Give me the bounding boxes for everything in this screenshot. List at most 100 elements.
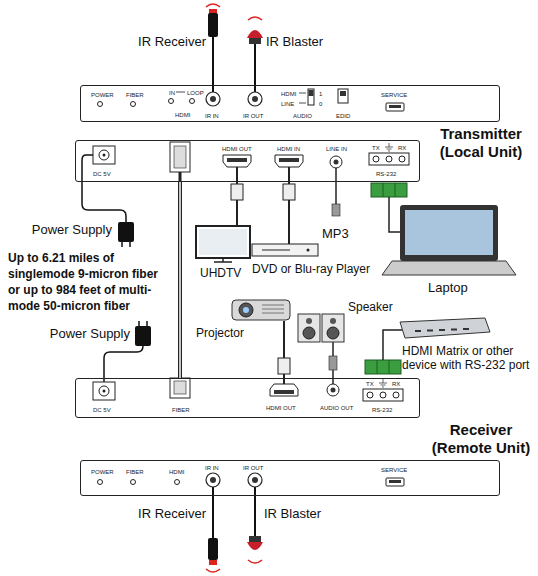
unit-heading: Transmitter (Local Unit) — [426, 125, 536, 161]
ir-jack — [206, 473, 220, 487]
power-cable — [104, 346, 143, 382]
led — [190, 99, 195, 104]
fiber-boot — [179, 172, 182, 182]
ir-blaster-dome — [247, 542, 263, 550]
callout-label: HDMI Matrix or other device with RS-232 … — [402, 344, 534, 372]
serial-cable — [383, 330, 402, 360]
led — [175, 480, 180, 485]
ir-blaster-dome — [247, 30, 263, 38]
ir-lead — [254, 487, 256, 536]
ir-receiver-body — [208, 538, 218, 560]
terminal-screw — [399, 156, 405, 162]
audio-jack-hole — [331, 388, 336, 393]
terminal-screw — [380, 392, 386, 398]
hdmi-port — [270, 384, 298, 396]
callout-label: IR Blaster — [266, 34, 323, 49]
port-label: FIBER — [126, 92, 144, 98]
device-panel: POWERFIBERINLOOPHDMIIR INIR OUTHDMILINE1… — [80, 85, 500, 122]
hdmi-cable — [288, 200, 290, 244]
port-label: RX — [392, 381, 400, 387]
in-loop-line — [176, 92, 185, 93]
switch-pointer — [299, 93, 306, 94]
led — [131, 102, 136, 107]
unit-heading: Receiver (Remote Unit) — [426, 421, 536, 457]
terminal-screw — [393, 392, 399, 398]
edid-switch — [338, 89, 348, 103]
port-label: IR OUT — [243, 465, 263, 471]
matrix-ports — [415, 329, 469, 331]
laptop-screen — [405, 210, 493, 255]
port-label: FIBER — [126, 469, 144, 475]
audio-jack — [330, 156, 342, 168]
callout-label: UHDTV — [200, 266, 241, 280]
port-label: TX — [372, 145, 380, 151]
fiber-connector — [170, 142, 190, 172]
callout-label: IR Receiver — [120, 506, 206, 521]
hdmi-plug — [283, 184, 295, 200]
rs232-plug — [365, 360, 401, 374]
power-adapter — [118, 222, 134, 242]
callout-label: Speaker — [348, 300, 393, 314]
port-label: 1 — [319, 91, 322, 97]
fiber-connector-core — [174, 381, 186, 394]
callout-label: Power Supply — [34, 326, 130, 341]
port-label: IN — [169, 90, 175, 96]
rs232-plug — [371, 183, 407, 197]
port-label: RX — [398, 145, 406, 151]
callout-label: MP3 — [322, 226, 349, 241]
hdmi-plug — [231, 184, 243, 200]
speaker-woofer — [327, 327, 339, 339]
usb-slot — [389, 105, 401, 108]
port-label: POWER — [91, 92, 114, 98]
port-label: DC 5V — [93, 407, 111, 413]
switch-knob — [309, 90, 314, 96]
callout-label: IR Blaster — [264, 506, 321, 521]
matrix-device — [400, 318, 490, 338]
ir-receiver-body — [208, 13, 218, 37]
port-label: SERVICE — [381, 467, 407, 473]
audio-cable — [332, 342, 334, 356]
fiber-connector — [170, 378, 190, 398]
tv-stand — [214, 258, 232, 262]
projector-vent — [262, 305, 284, 313]
port-label: SERVICE — [381, 92, 407, 98]
port-label: IR IN — [205, 113, 219, 119]
audio-cable — [332, 370, 334, 384]
ir-jack — [248, 473, 262, 487]
port-label: HDMI OUT — [222, 146, 252, 152]
port-label: RS-232 — [372, 407, 392, 413]
dc-jack-ring — [99, 150, 109, 160]
port-label: HDMI — [169, 469, 184, 475]
hdmi-plug — [278, 358, 290, 374]
port-label: IR OUT — [243, 113, 263, 119]
led — [169, 99, 174, 104]
callout-label: Power Supply — [14, 222, 112, 237]
ground-symbol — [379, 379, 387, 387]
adapter-prong — [129, 242, 131, 247]
ir-jack — [206, 92, 220, 106]
cable-core — [179, 182, 181, 378]
hdmi-cable — [236, 200, 238, 226]
power-adapter — [135, 326, 151, 346]
audio-switch — [308, 89, 314, 105]
tv-screen — [199, 229, 247, 255]
terminal-screw — [367, 392, 373, 398]
device-panel: POWERFIBERHDMIIR INIR OUTSERVICE — [80, 460, 500, 496]
device-panel: Transmitter (Local Unit)DC 5VHDMI OUTHDM… — [75, 140, 420, 182]
laptop-base — [382, 261, 516, 275]
projector-glass — [243, 307, 249, 313]
usb-port — [386, 478, 404, 486]
ir-receiver-lens — [209, 560, 217, 565]
port-label: LOOP — [187, 90, 204, 96]
ir-lead — [212, 37, 214, 92]
port-label: IR IN — [205, 465, 219, 471]
terminal-screw — [373, 156, 379, 162]
ir-lead — [212, 487, 214, 538]
callout-label: Up to 6.21 miles of singlemode 9-micron … — [8, 250, 170, 314]
audio-cable — [335, 168, 337, 204]
switch-pointer — [299, 103, 306, 104]
port-label: DC 5V — [93, 171, 111, 177]
led — [131, 480, 136, 485]
usb-slot — [389, 480, 401, 483]
hdmi-cable — [283, 321, 285, 358]
